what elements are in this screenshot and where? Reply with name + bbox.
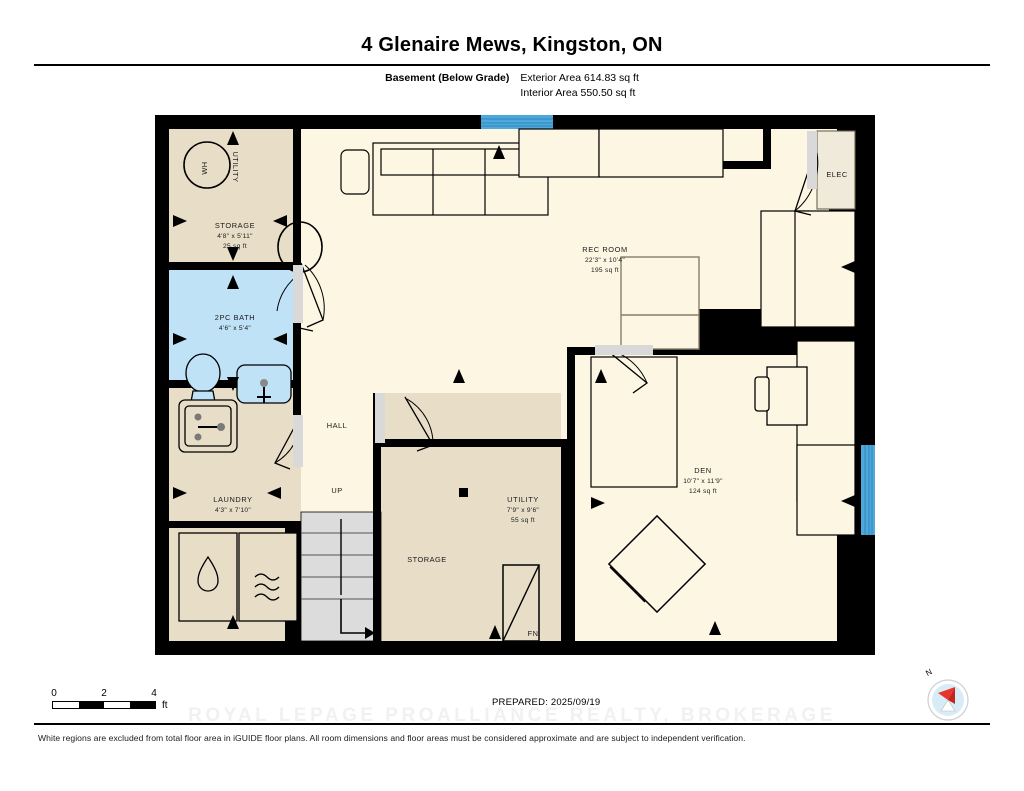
washer-dryer-fixture <box>178 532 298 622</box>
elec-label: ELEC <box>826 170 847 179</box>
room-label-utility: UTILITY 7'9" x 9'6" 55 sq ft <box>507 495 539 524</box>
hall-label: HALL <box>327 421 348 430</box>
room-label-storage-upper: STORAGE 4'8" x 5'11" 25 sq ft <box>215 221 255 250</box>
svg-text:4'8" x 5'11": 4'8" x 5'11" <box>217 233 253 240</box>
scale-tick-0: 0 <box>51 688 57 699</box>
room-label-bath: 2PC BATH 4'6" x 5'4" <box>215 313 255 332</box>
storage-center-label: STORAGE <box>407 555 447 564</box>
scale-bar: 0 2 4 ft <box>51 688 167 711</box>
svg-text:22'3" x 10'4": 22'3" x 10'4" <box>585 257 625 264</box>
exterior-area: Exterior Area 614.83 sq ft <box>520 72 639 84</box>
water-heater-icon <box>183 141 231 189</box>
scale-seg-1 <box>53 702 79 708</box>
scale-seg-2 <box>78 702 104 708</box>
scale-tick-1: 2 <box>101 688 107 699</box>
door-leaves <box>293 131 817 467</box>
windows <box>481 115 875 535</box>
utility-marker <box>459 488 468 497</box>
svg-text:DEN: DEN <box>694 466 711 475</box>
laundry-sink-fixture <box>178 399 238 453</box>
den-furniture <box>590 210 856 536</box>
svg-text:195 sq ft: 195 sq ft <box>591 267 619 274</box>
window-east <box>861 445 875 535</box>
interior-area: Interior Area 550.50 sq ft <box>520 87 636 99</box>
svg-text:55 sq ft: 55 sq ft <box>511 517 535 524</box>
room-label-rec-room: REC ROOM 22'3" x 10'4" 195 sq ft <box>582 245 627 274</box>
svg-text:STORAGE: STORAGE <box>215 221 255 230</box>
page-title: 4 Glenaire Mews, Kingston, ON <box>361 34 663 56</box>
utility-vertical-label: UTILITY <box>231 151 240 182</box>
room-label-laundry: LAUNDRY 4'3" x 7'10" <box>213 495 252 514</box>
svg-text:LAUNDRY: LAUNDRY <box>213 495 252 504</box>
svg-text:124 sq ft: 124 sq ft <box>689 488 717 495</box>
scale-seg-3 <box>104 702 130 708</box>
svg-text:2PC BATH: 2PC BATH <box>215 313 255 322</box>
furnace-label: FN <box>528 629 539 638</box>
scale-bar-graphic <box>52 701 156 709</box>
desk-chair-furniture <box>754 366 808 426</box>
svg-text:25 sq ft: 25 sq ft <box>223 243 247 250</box>
stairs <box>300 511 382 642</box>
scale-tick-2: 4 <box>151 688 157 699</box>
svg-text:4'3" x 7'10": 4'3" x 7'10" <box>215 507 251 514</box>
area-values: Exterior Area 614.83 sq ft Interior Area… <box>520 71 638 101</box>
svg-text:7'9" x 9'6": 7'9" x 9'6" <box>507 507 539 514</box>
svg-text:REC ROOM: REC ROOM <box>582 245 627 254</box>
elec-panel <box>816 130 856 210</box>
footer-divider <box>34 723 990 725</box>
prepared-date: PREPARED: 2025/09/19 <box>492 697 601 708</box>
bed-furniture <box>620 256 700 350</box>
svg-text:4'6" x 5'4": 4'6" x 5'4" <box>219 325 251 332</box>
floor-plan[interactable]: UTILITY WH STORAGE 4'8" x 5'11" 25 sq ft… <box>155 115 875 655</box>
floor-plan-drawing: UTILITY WH STORAGE 4'8" x 5'11" 25 sq ft… <box>155 115 875 655</box>
stairs-up-label: UP <box>331 486 342 495</box>
sofa-furniture <box>340 142 549 216</box>
view-markers <box>173 131 855 639</box>
bath-sink-fixture <box>236 364 292 404</box>
room-label-den: DEN 10'7" x 11'9" 124 sq ft <box>683 466 723 495</box>
compass-rose: N <box>922 667 974 724</box>
scale-unit-label: ft <box>162 700 168 711</box>
water-heater-label: WH <box>200 161 209 174</box>
level-label: Basement (Below Grade) <box>385 72 510 84</box>
disclaimer-text: White regions are excluded from total fl… <box>38 733 746 743</box>
diamond-furniture <box>607 514 707 614</box>
scale-ticks: 0 2 4 <box>51 688 157 701</box>
area-summary: Basement (Below Grade) Exterior Area 614… <box>0 71 1024 101</box>
compass-icon <box>927 679 969 721</box>
svg-text:10'7" x 11'9": 10'7" x 11'9" <box>683 478 723 485</box>
window-north <box>481 115 553 129</box>
svg-text:UTILITY: UTILITY <box>507 495 539 504</box>
scale-seg-4 <box>129 702 155 708</box>
title-divider <box>34 64 990 66</box>
furnace-door <box>502 564 540 642</box>
